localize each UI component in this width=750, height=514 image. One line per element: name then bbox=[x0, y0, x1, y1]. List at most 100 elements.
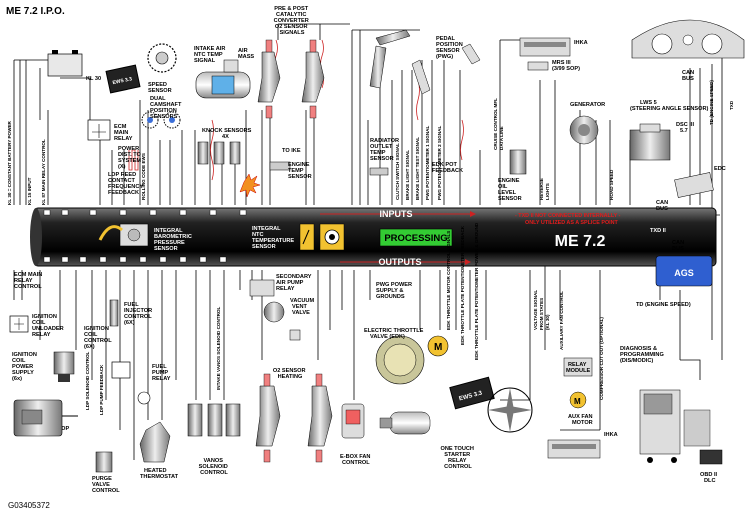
intake-ntc-3: SIGNAL bbox=[194, 58, 216, 64]
ign-ctrl-2: COIL bbox=[84, 332, 98, 338]
catalytic-converters-top bbox=[257, 39, 325, 119]
svg-text:VANOS SOLENOID CONTROL: VANOS SOLENOID CONTROL bbox=[199, 458, 230, 476]
vacuum-2: VENT bbox=[292, 304, 308, 310]
fuel-injector bbox=[109, 299, 119, 327]
vacuum-3: VALVE bbox=[292, 310, 310, 316]
svg-text:O2 SENSOR HEATING: O2 SENSOR HEATING bbox=[273, 368, 307, 380]
pedal-2: POSITION bbox=[436, 42, 463, 48]
ihka-panel-bottom bbox=[547, 439, 601, 459]
pwg-pot1-label: PWG POTENTIOMETER 1 SIGNAL bbox=[425, 126, 430, 200]
main-relay-3: RELAY bbox=[114, 136, 133, 142]
ign-ctrl-4: (6X) bbox=[84, 344, 95, 350]
processing-label: PROCESSING bbox=[384, 233, 447, 244]
power-dist-1: POWER bbox=[118, 146, 139, 152]
sec-air-1: SECONDARY bbox=[276, 274, 312, 280]
kl30-label: KL 30 bbox=[86, 76, 101, 82]
ldp-reed-3: FREQUENCY bbox=[108, 184, 143, 190]
ntc-label-4: SENSOR bbox=[252, 244, 276, 250]
svg-text:FUEL INJECTOR CONTROL: FUEL INJECTOR CONTROL (6X) bbox=[124, 302, 154, 326]
pedal-4: (PWG) bbox=[436, 54, 453, 60]
svg-text:IGNITION COIL POWER: IGNITION COIL POWER SUPPLY (6x) bbox=[12, 352, 38, 382]
edk-motor-label: EDK THROTTLE MOTOR CONTROL SIGNALS bbox=[446, 231, 451, 330]
aux-fan-ctrl-label: AUXILIARY FAN CONTROL bbox=[559, 291, 564, 350]
edc-module bbox=[674, 172, 714, 198]
dual-cam-3: POSITION bbox=[150, 108, 177, 114]
inputs-label: INPUTS bbox=[379, 209, 412, 219]
brake-light-label: BRAKE LIGHT SIGNAL bbox=[405, 150, 410, 200]
can-bus-r1: CAN bbox=[656, 200, 668, 206]
voltage-2: FROM STATES bbox=[539, 298, 544, 330]
ldp-solenoid-label: LDP SOLENOID CONTROL bbox=[85, 351, 90, 410]
fuel-inj-2: INJECTOR bbox=[124, 308, 152, 314]
oil-1: ENGINE bbox=[498, 178, 520, 184]
starter-motor bbox=[379, 411, 431, 435]
lws-2: (STEERING ANGLE SENSOR) bbox=[630, 106, 709, 112]
ihka-bottom-label: IHKA bbox=[604, 432, 618, 438]
svg-text:DUAL CAMSHAFT POSITION: DUAL CAMSHAFT POSITION SENSORS bbox=[150, 96, 183, 120]
fuel-inj-3: CONTROL bbox=[124, 314, 152, 320]
svg-text:REVERSE LIGHTS: REVERSE LIGHTS bbox=[539, 177, 550, 200]
prepost-2: CATALYTIC bbox=[276, 12, 306, 18]
fuel-pump-1: FUEL bbox=[152, 364, 167, 370]
edk-pot-pwr-label: EDK THROTTLE PLATE POTENTIOMETER POWER &… bbox=[474, 222, 479, 360]
svg-text:VACUUM VENT VALVE: VACUUM VENT VALVE bbox=[290, 298, 316, 316]
ldp-feedback-label: LDP PUMP FEEDBACK bbox=[99, 364, 104, 415]
ign-power-1: IGNITION bbox=[12, 352, 37, 358]
aux-fan: M bbox=[487, 387, 587, 433]
ebox-fan-1: E-BOX FAN bbox=[340, 454, 370, 460]
radiator-temp-sensor bbox=[369, 167, 389, 176]
kl87-label: KL 87 MAIN RELAY CONTROL bbox=[41, 139, 46, 205]
ignition-coil bbox=[53, 351, 75, 382]
compressor-label: COMPRESSOR CUT OUT (OPTIONAL) bbox=[599, 317, 604, 400]
baro-label-4: SENSOR bbox=[154, 246, 178, 252]
prepost-4: O2 SENSOR bbox=[275, 24, 308, 30]
svg-text:POWER DIST. TO SYSTEM: POWER DIST. TO SYSTEM (X) bbox=[118, 146, 143, 170]
vacuum-vent-valve bbox=[289, 329, 301, 341]
engine-temp-sensor bbox=[269, 161, 291, 171]
cruise-1: CRUISE CONTROL MFL bbox=[493, 98, 498, 150]
svg-text:SECONDARY AIR PUMP REL: SECONDARY AIR PUMP RELAY bbox=[276, 274, 313, 292]
dsc-1: DSC III bbox=[676, 122, 694, 128]
ldp-reed-2: CONTACT bbox=[108, 178, 136, 184]
oil-3: LEVEL bbox=[498, 190, 517, 196]
svg-text:IGNITION COIL CONTROL: IGNITION COIL CONTROL (6X) bbox=[84, 326, 113, 350]
can-bus-ags-2: BUS bbox=[672, 246, 684, 252]
edk-2: VALVE (EDK) bbox=[370, 334, 405, 340]
brake-test-label: BRAKE LIGHT TEST SIGNAL bbox=[415, 137, 420, 200]
ign-ctrl-3: CONTROL bbox=[84, 338, 112, 344]
ign-power-4: SUPPLY bbox=[12, 370, 34, 376]
ipo-flow: INPUTS PROCESSING OUTPUTS ME 7.2 TXD II … bbox=[320, 209, 666, 267]
svg-text:ELECTRIC THROTTLE VALVE (E: ELECTRIC THROTTLE VALVE (EDK) bbox=[364, 328, 425, 340]
edk-motor-icon: M bbox=[434, 342, 442, 353]
td-low-label: TD (ENGINE SPEED) bbox=[636, 302, 691, 308]
aux-motor-icon: M bbox=[574, 397, 581, 406]
o2-heat-1: O2 SENSOR bbox=[273, 368, 306, 374]
power-dist-3: SYSTEM bbox=[118, 158, 141, 164]
one-touch-4: CONTROL bbox=[444, 464, 472, 470]
intake-ntc-1: INTAKE AIR bbox=[194, 46, 225, 52]
fuel-inj-4: (6X) bbox=[124, 320, 135, 326]
camshaft-sensors bbox=[141, 43, 181, 129]
pwg-power-1: PWG POWER bbox=[376, 282, 412, 288]
relay-module bbox=[563, 357, 593, 377]
reverse-2: LIGHTS bbox=[545, 183, 550, 200]
vanos-solenoids bbox=[187, 403, 241, 437]
ldp-reed-4: FEEDBACK bbox=[108, 190, 139, 196]
edk-pot-2: FEEDBACK bbox=[432, 168, 463, 174]
oil-level-sensor bbox=[509, 149, 527, 175]
integral-baro-sensor: INTEGRAL BAROMETRIC PRESSURE SENSOR bbox=[98, 223, 192, 252]
obd-connector bbox=[699, 449, 723, 465]
fuel-inj-1: FUEL bbox=[124, 302, 139, 308]
generator-label: GENERATOR bbox=[570, 102, 605, 108]
svg-text:PURGE VALVE CONTROL: PURGE VALVE CONTROL bbox=[92, 476, 120, 494]
outputs-label: OUTPUTS bbox=[378, 257, 421, 267]
figure-code: G03405372 bbox=[8, 501, 50, 510]
svg-text:PRE & POST CATALYTIC C: PRE & POST CATALYTIC CONVERTER O2 SENSOR… bbox=[274, 6, 311, 36]
voltage-1: VOLTAGE SIGNAL bbox=[533, 290, 538, 330]
